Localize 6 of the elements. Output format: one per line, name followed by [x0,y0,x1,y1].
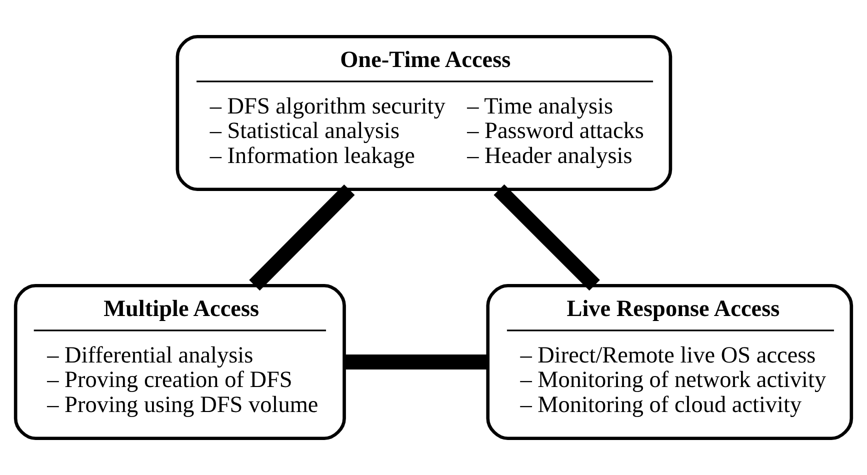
connector [344,354,488,370]
connector [494,184,600,291]
connector [249,184,355,291]
node-box: One-Time Access – DFS algorithm security – Statistical analysis – Information leakage – Time analysis – Password attacks – Header analysis [176,34,672,192]
node-box: Multiple Access – Differential analysis – Proving creation of DFS – Proving using DFS volume [14,284,346,440]
node-box: Live Response Access – Direct/Remote live OS access – Monitoring of network activity – Monitoring of cloud activity [486,284,854,440]
